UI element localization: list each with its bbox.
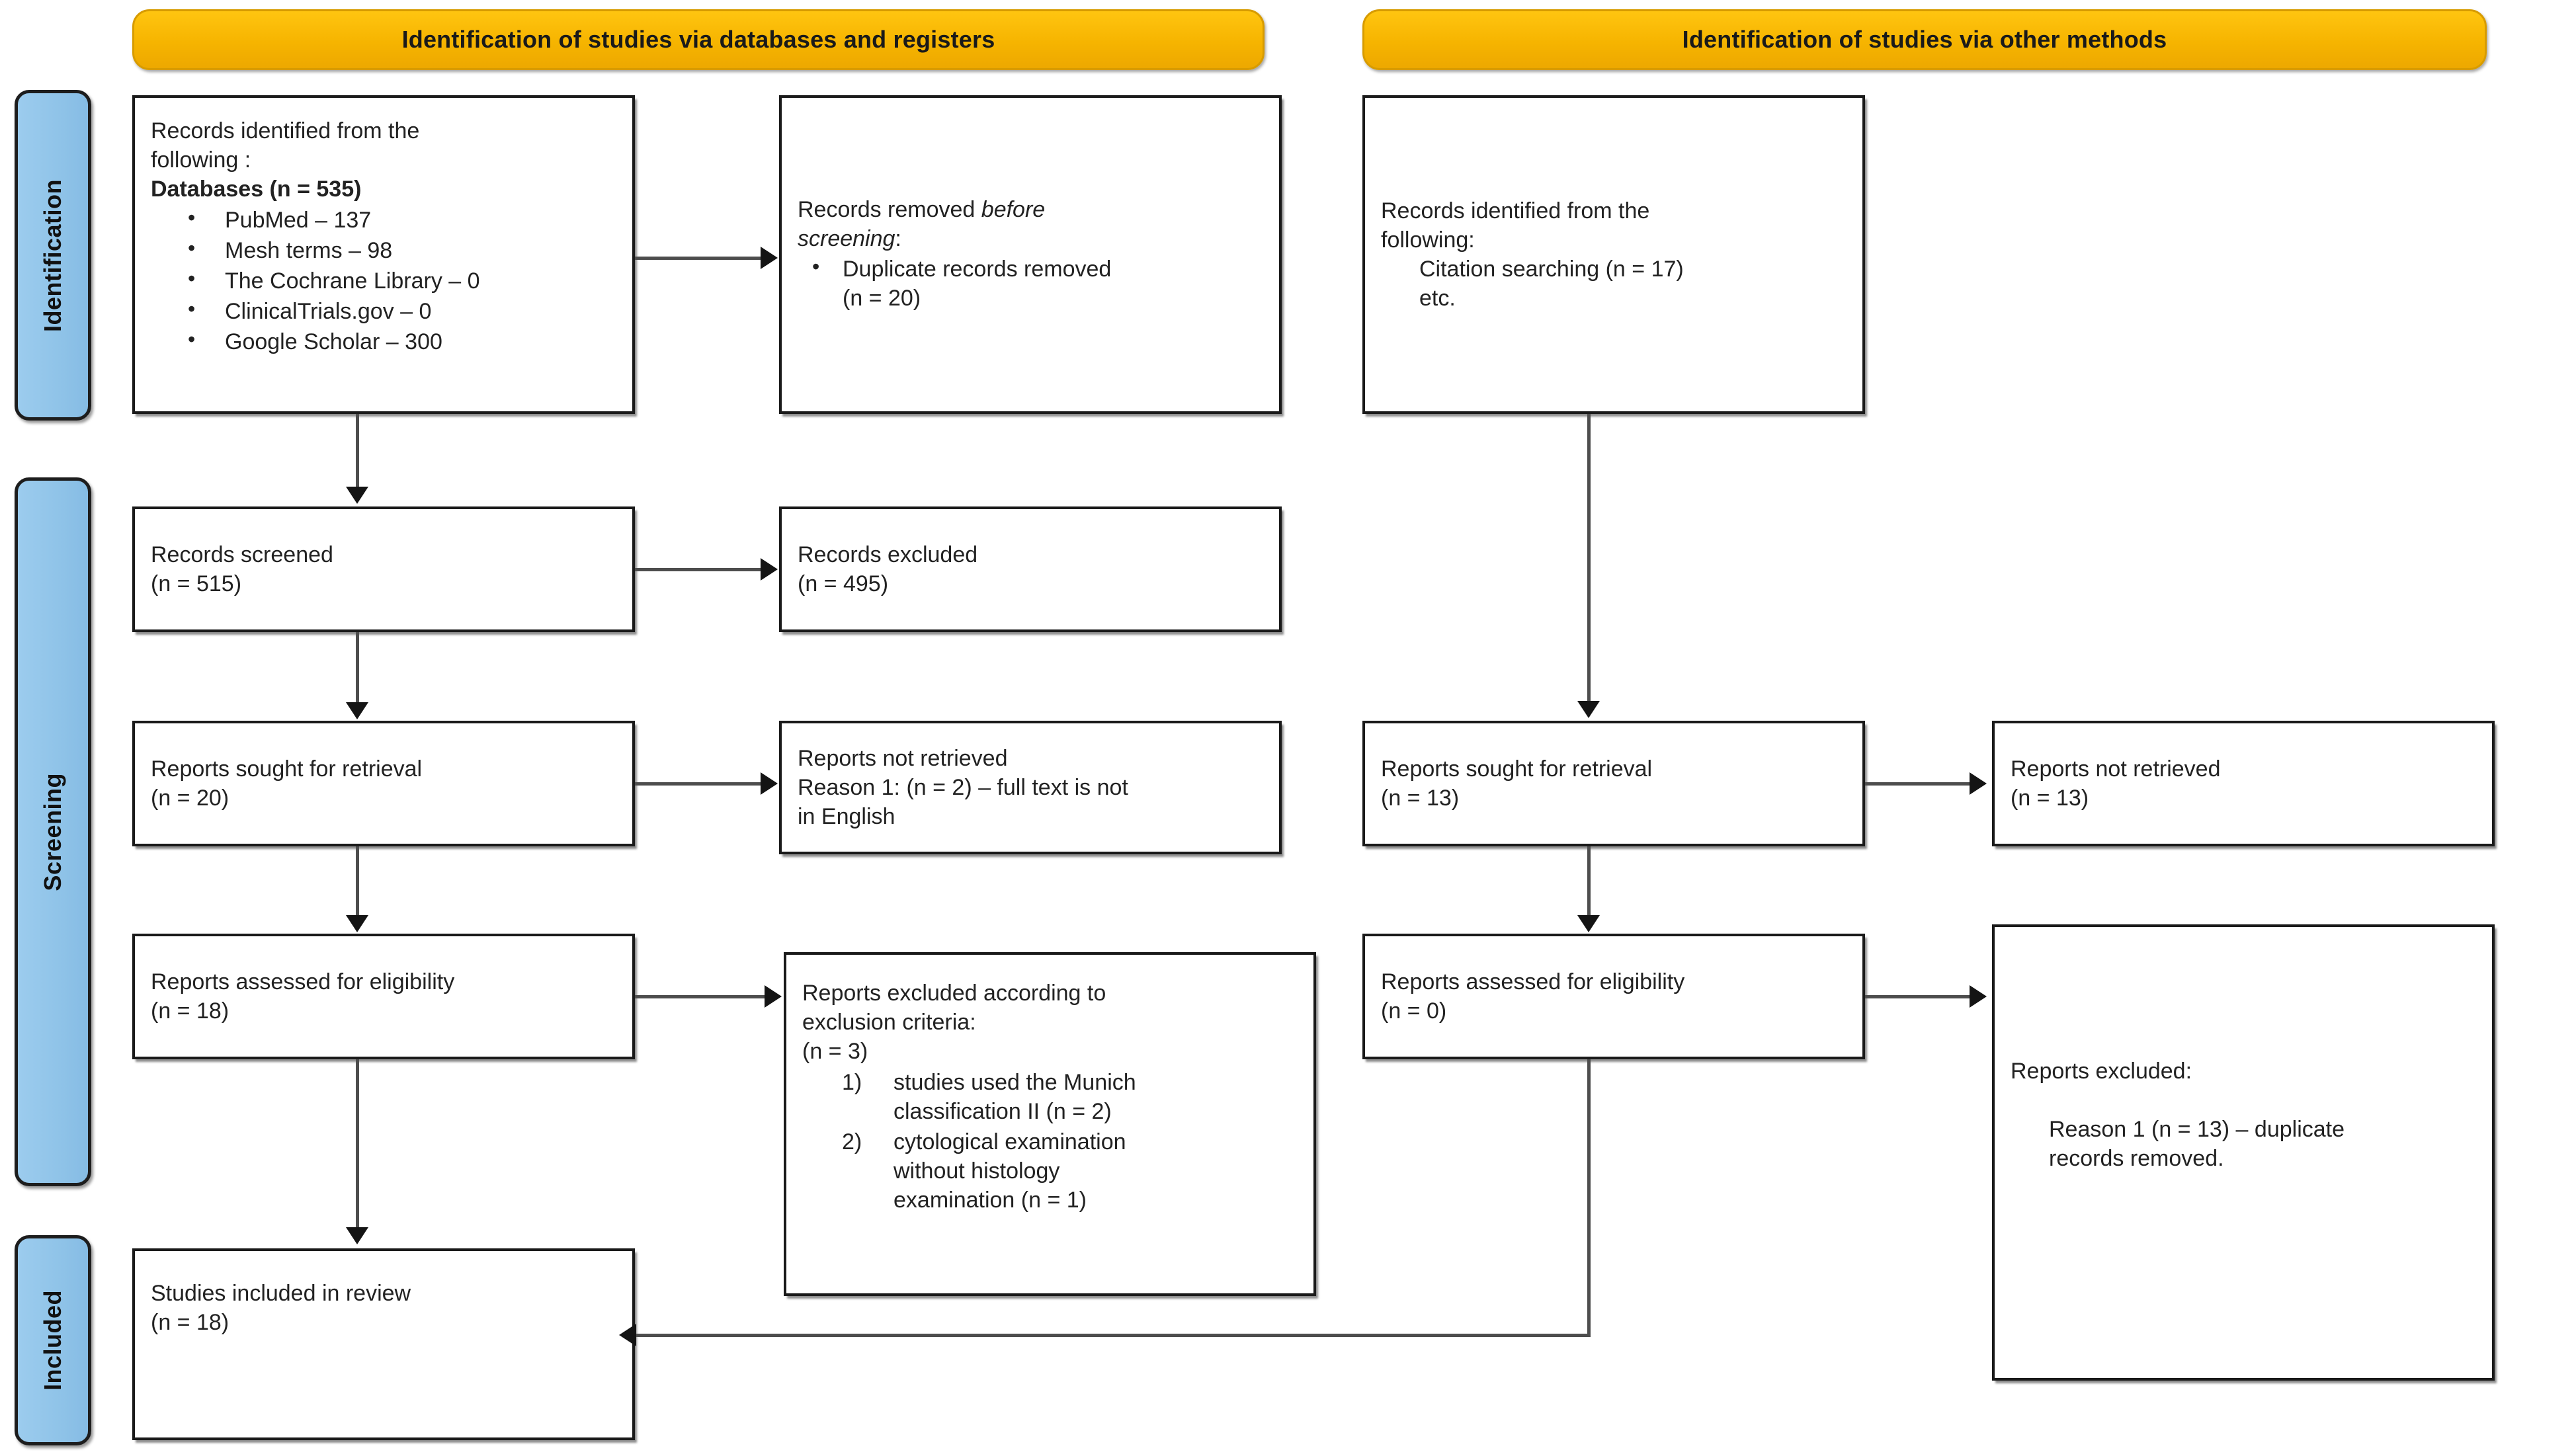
records-identified-other-line3: Citation searching (n = 17) — [1419, 257, 1684, 282]
reports-excluded-right-label: Reports excluded: — [2011, 1059, 2192, 1084]
reports-not-retrieved-left-label: Reports not retrieved — [798, 745, 1008, 771]
sidebar-identification-label: Identification — [39, 179, 66, 332]
banner-other-methods: Identification of studies via other meth… — [1362, 9, 2487, 70]
box-records-identified-databases: Records identified from the following : … — [132, 95, 635, 414]
arrowhead-assessed-right-to-excluded — [1970, 985, 1987, 1008]
sidebar-included-label: Included — [39, 1289, 66, 1391]
arrowhead-other-identified-to-sought — [1577, 701, 1600, 718]
box-reports-assessed-right: Reports assessed for eligibility (n = 0) — [1362, 934, 1865, 1059]
box-reports-assessed-left: Reports assessed for eligibility (n = 18… — [132, 934, 635, 1059]
reports-excluded-criteria-line1: Reports excluded according to — [802, 981, 1106, 1006]
list-item: Mesh terms – 98 — [188, 235, 616, 265]
records-excluded-label: Records excluded — [798, 542, 978, 567]
banner-other-methods-label: Identification of studies via other meth… — [1682, 26, 2167, 53]
records-identified-source-list: PubMed – 137 Mesh terms – 98 The Cochran… — [151, 204, 616, 358]
connector-identified-to-removed — [635, 257, 762, 260]
records-screened-label: Records screened — [151, 542, 333, 567]
list-item: cytological examination without histolog… — [842, 1127, 1126, 1213]
box-studies-included-in-review: Studies included in review (n = 18) — [132, 1248, 635, 1440]
sidebar-screening-label: Screening — [39, 772, 66, 891]
sidebar-stage-identification: Identification — [15, 90, 91, 421]
studies-included-label: Studies included in review — [151, 1281, 411, 1306]
box-reports-not-retrieved-left: Reports not retrieved Reason 1: (n = 2) … — [779, 721, 1282, 854]
list-item: ClinicalTrials.gov – 0 — [188, 296, 616, 326]
box-reports-excluded-right: Reports excluded: Reason 1 (n = 13) – du… — [1992, 924, 2495, 1381]
reports-excluded-right-reason1: Reason 1 (n = 13) – duplicate — [2049, 1117, 2345, 1143]
connector-identified-to-screened — [356, 414, 359, 488]
records-removed-heading-2: screening: — [798, 225, 901, 251]
connector-sought-to-assessed — [356, 846, 359, 916]
arrowhead-screened-to-sought — [346, 702, 368, 719]
records-removed-list: Duplicate records removed (n = 20) — [798, 253, 1263, 314]
reports-excluded-criteria-line2: exclusion criteria: — [802, 1010, 976, 1035]
box-records-screened: Records screened (n = 515) — [132, 506, 635, 632]
connector-assessed-to-included — [356, 1059, 359, 1229]
connector-assessed-right-down-to-included — [1587, 1059, 1591, 1337]
studies-included-count: (n = 18) — [151, 1310, 229, 1336]
records-identified-other-line4: etc. — [1419, 286, 1456, 311]
connector-other-identified-to-sought — [1587, 414, 1591, 702]
reports-not-retrieved-right-count: (n = 13) — [2011, 786, 2089, 811]
list-item: Duplicate records removed (n = 20) — [812, 253, 1263, 313]
sidebar-stage-screening: Screening — [15, 477, 91, 1186]
banner-databases-label: Identification of studies via databases … — [401, 26, 995, 53]
reports-excluded-criteria-list: studies used the Munich classification I… — [802, 1067, 1298, 1217]
arrowhead-sought-right-to-not-retrieved — [1970, 772, 1987, 795]
box-reports-not-retrieved-right: Reports not retrieved (n = 13) — [1992, 721, 2495, 846]
sidebar-stage-included: Included — [15, 1235, 91, 1445]
arrowhead-identified-to-removed — [761, 247, 778, 269]
list-item: studies used the Munich classification I… — [842, 1068, 1136, 1124]
reports-assessed-right-count: (n = 0) — [1381, 998, 1447, 1024]
connector-sought-right-to-not-retrieved — [1865, 782, 1971, 786]
reports-sought-left-count: (n = 20) — [151, 786, 229, 811]
reports-excluded-criteria-count: (n = 3) — [802, 1039, 868, 1065]
arrowhead-identified-to-screened — [346, 487, 368, 504]
arrowhead-right-branch-into-included — [619, 1324, 636, 1346]
reports-sought-right-count: (n = 13) — [1381, 786, 1460, 811]
reports-assessed-left-count: (n = 18) — [151, 998, 229, 1024]
connector-assessed-to-excluded-criteria — [635, 995, 766, 998]
arrowhead-assessed-to-included — [346, 1227, 368, 1244]
list-item: The Cochrane Library – 0 — [188, 265, 616, 296]
records-identified-databases-count: Databases (n = 535) — [151, 177, 362, 202]
box-records-identified-other-methods: Records identified from the following: C… — [1362, 95, 1865, 414]
connector-screened-to-excluded — [635, 568, 762, 571]
reports-excluded-right-reason2: records removed. — [2049, 1146, 2224, 1172]
list-item: Google Scholar – 300 — [188, 326, 616, 356]
reports-assessed-right-label: Reports assessed for eligibility — [1381, 969, 1685, 994]
records-excluded-count: (n = 495) — [798, 571, 889, 596]
box-reports-excluded-criteria: Reports excluded according to exclusion … — [784, 952, 1316, 1296]
box-records-removed-before-screening: Records removed before screening: Duplic… — [779, 95, 1282, 414]
arrowhead-sought-to-assessed — [346, 915, 368, 932]
arrowhead-sought-to-not-retrieved — [761, 772, 778, 795]
reports-sought-right-label: Reports sought for retrieval — [1381, 756, 1653, 782]
reports-not-retrieved-left-reason2: in English — [798, 804, 895, 830]
connector-assessed-right-to-excluded — [1865, 995, 1971, 998]
connector-sought-to-not-retrieved — [635, 782, 762, 786]
records-identified-line2: following : — [151, 147, 251, 173]
banner-databases-registers: Identification of studies via databases … — [132, 9, 1265, 70]
connector-sought-right-to-assessed — [1587, 846, 1591, 916]
reports-excluded-right-spacer — [2011, 1086, 2476, 1115]
records-identified-line1: Records identified from the — [151, 118, 420, 143]
box-reports-sought-left: Reports sought for retrieval (n = 20) — [132, 721, 635, 846]
reports-sought-left-label: Reports sought for retrieval — [151, 756, 423, 782]
arrowhead-screened-to-excluded — [761, 558, 778, 581]
reports-not-retrieved-left-reason1: Reason 1: (n = 2) – full text is not — [798, 774, 1128, 800]
records-identified-other-line1: Records identified from the — [1381, 198, 1650, 223]
arrowhead-sought-right-to-assessed — [1577, 915, 1600, 932]
list-item: PubMed – 137 — [188, 204, 616, 235]
connector-screened-to-sought — [356, 632, 359, 704]
box-records-excluded: Records excluded (n = 495) — [779, 506, 1282, 632]
records-identified-other-line2: following: — [1381, 227, 1475, 253]
reports-not-retrieved-right-label: Reports not retrieved — [2011, 756, 2221, 782]
reports-assessed-left-label: Reports assessed for eligibility — [151, 969, 455, 994]
box-reports-sought-right: Reports sought for retrieval (n = 13) — [1362, 721, 1865, 846]
records-removed-heading: Records removed before — [798, 196, 1046, 222]
records-screened-count: (n = 515) — [151, 571, 242, 596]
arrowhead-assessed-to-excluded-criteria — [765, 985, 782, 1008]
connector-assessed-right-left-to-included — [635, 1334, 1589, 1337]
